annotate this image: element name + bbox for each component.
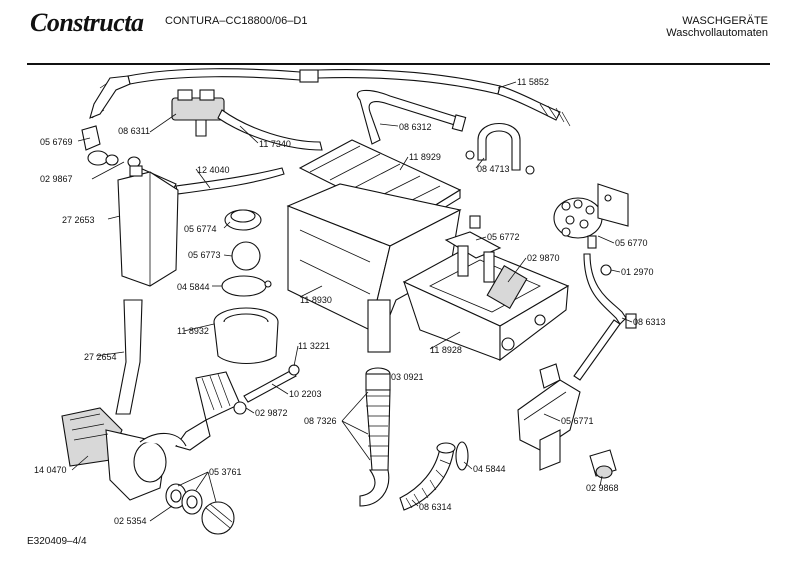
- part-label: 14 0470: [34, 465, 67, 475]
- small-ring: [600, 264, 612, 276]
- part-label: 08 6314: [419, 502, 452, 512]
- part-label: 01 2970: [621, 267, 654, 277]
- part-label: 02 9867: [40, 174, 73, 184]
- part-label: 02 9870: [527, 253, 560, 263]
- part-label: 11 8930: [300, 295, 332, 305]
- hose-bend: [357, 89, 467, 145]
- part-label: 08 7326: [304, 416, 337, 426]
- part-label: 05 3761: [209, 467, 242, 477]
- header-rule: [27, 63, 770, 65]
- part-label: 05 6774: [184, 224, 217, 234]
- bellows: [175, 371, 241, 451]
- part-label: 10 2203: [289, 389, 322, 399]
- part-label: 11 8929: [409, 152, 441, 162]
- rod-clip: [233, 401, 247, 415]
- part-label: 11 8928: [430, 345, 462, 355]
- drain-pipe-left: [115, 299, 143, 415]
- rod: [243, 369, 297, 403]
- overflow-hose: [175, 167, 285, 195]
- pressure-hose: [573, 253, 637, 381]
- part-label: 02 9872: [255, 408, 288, 418]
- ring-seal-left: [221, 275, 272, 297]
- part-label: 08 4713: [477, 164, 510, 174]
- part-label: 08 6313: [633, 317, 666, 327]
- float-ball: [231, 241, 261, 271]
- elbow-fitting: [81, 125, 119, 166]
- rod-end: [288, 364, 300, 376]
- part-label: 11 3221: [298, 341, 330, 351]
- lower-tray: [402, 245, 570, 362]
- part-label: 04 5844: [473, 464, 506, 474]
- brand-logo: Constructa: [30, 8, 144, 37]
- pump-cap: [201, 501, 235, 535]
- part-label: 27 2653: [62, 215, 95, 225]
- hose-clamp: [465, 122, 535, 175]
- category-title: WASCHGERÄTE: [682, 15, 768, 27]
- part-label: 11 7340: [259, 139, 291, 149]
- drain-pump: [61, 407, 187, 501]
- air-trap-tank: [117, 165, 179, 287]
- leader-lines: [71, 81, 633, 522]
- part-label: 12 4040: [197, 165, 230, 175]
- dispenser-bracket: [444, 215, 502, 283]
- ring-seal-right: [455, 441, 469, 471]
- part-label: 27 2654: [84, 352, 117, 362]
- part-label: 02 9868: [586, 483, 619, 493]
- drain-cap: [589, 449, 617, 479]
- part-label: 05 6769: [40, 137, 73, 147]
- pump-seal-rings: [165, 483, 203, 515]
- part-label: 02 5354: [114, 516, 147, 526]
- part-label: 08 6312: [399, 122, 432, 132]
- part-label: 03 0921: [391, 372, 424, 382]
- part-label: 05 6770: [615, 238, 648, 248]
- sump-seal: [224, 209, 262, 231]
- hose-holder: [517, 363, 581, 471]
- drain-hose-top: [89, 68, 571, 127]
- part-label: 11 8932: [177, 326, 209, 336]
- pressure-switch: [553, 183, 629, 249]
- drain-sump: [213, 307, 279, 364]
- drain-hose-lower: [399, 442, 456, 511]
- part-label: 05 6772: [487, 232, 520, 242]
- inlet-valve: [171, 89, 323, 151]
- part-label: 04 5844: [177, 282, 210, 292]
- drawing-code: E320409–4/4: [27, 536, 87, 547]
- part-label: 11 5852: [517, 77, 549, 87]
- part-label: 05 6773: [188, 250, 221, 260]
- part-label: 05 6771: [561, 416, 594, 426]
- drain-stack-pipe: [359, 367, 391, 507]
- category-subtitle: Waschvollautomaten: [666, 27, 768, 39]
- part-label: 08 6311: [118, 126, 150, 136]
- model-number: CONTURA–CC18800/06–D1: [165, 15, 308, 27]
